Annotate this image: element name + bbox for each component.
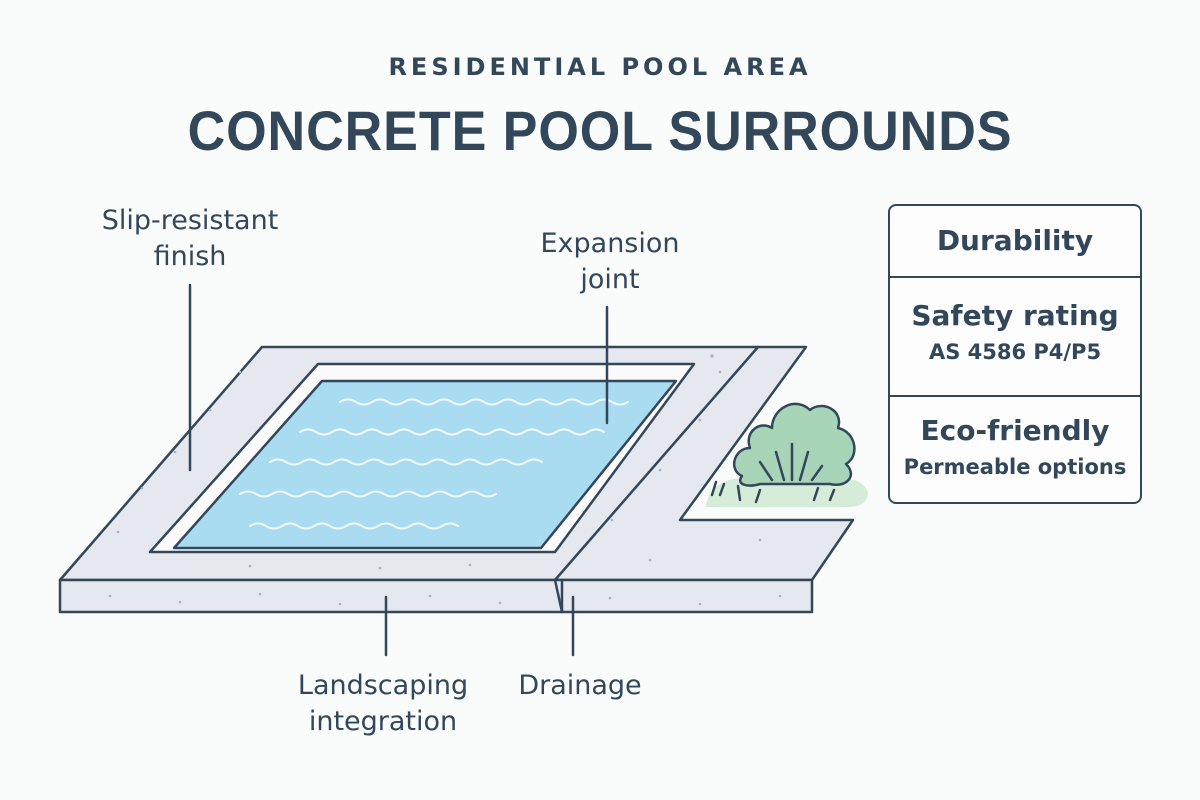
- concrete-texture: [108, 354, 782, 606]
- feature-title: Durability: [936, 224, 1094, 257]
- callout-drainage: Drainage: [518, 670, 642, 701]
- feature-detail: Permeable options: [903, 455, 1127, 479]
- shrub-icon: [706, 402, 868, 507]
- feature-durability: Durability: [890, 206, 1140, 278]
- water-ripples: [239, 398, 629, 530]
- callout-leaders: [188, 283, 609, 657]
- feature-safety-rating: Safety rating AS 4586 P4/P5: [890, 278, 1140, 397]
- features-panel: Durability Safety rating AS 4586 P4/P5 E…: [888, 204, 1142, 504]
- diagram-subtitle: RESIDENTIAL POOL AREA: [388, 53, 812, 81]
- diagram-title: CONCRETE POOL SURROUNDS: [187, 99, 1013, 162]
- callout-slip-resistant-finish: Slip-resistant finish: [101, 205, 279, 272]
- callout-landscaping-integration: Landscaping integration: [297, 670, 469, 737]
- feature-eco-friendly: Eco-friendly Permeable options: [890, 397, 1140, 501]
- feature-title: Safety rating: [911, 299, 1119, 332]
- feature-title: Eco-friendly: [920, 414, 1110, 447]
- slab-front-edge: [58, 578, 814, 614]
- expansion-joint: [553, 345, 760, 582]
- feature-detail: AS 4586 P4/P5: [928, 340, 1102, 364]
- callout-expansion-joint: Expansion joint: [540, 228, 680, 295]
